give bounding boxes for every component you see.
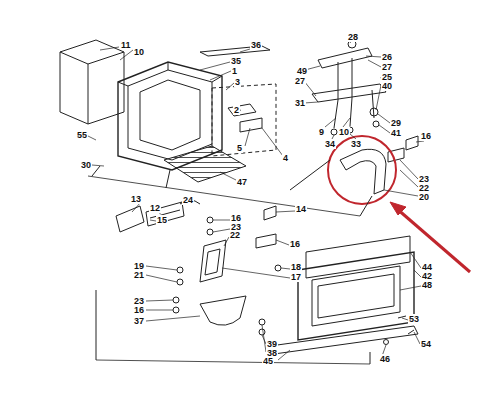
callout-number: 40 xyxy=(381,81,393,91)
callout-number: 36 xyxy=(250,40,262,50)
callout-number: 47 xyxy=(236,177,248,187)
callout-number: 16 xyxy=(133,305,145,315)
callout-number: 2 xyxy=(233,105,240,115)
callout-number: 9 xyxy=(318,127,325,137)
callout-number: 27 xyxy=(381,62,393,72)
callout-number: 37 xyxy=(133,316,145,326)
callout-number: 28 xyxy=(347,32,359,42)
callout-number: 24 xyxy=(182,195,194,205)
callout-number: 26 xyxy=(381,52,393,62)
callout-number: 27 xyxy=(294,76,306,86)
callout-number: 20 xyxy=(418,192,430,202)
callout-number: 13 xyxy=(130,194,142,204)
callout-number: 55 xyxy=(76,130,88,140)
callout-number: 34 xyxy=(324,139,336,149)
callout-number: 45 xyxy=(262,356,274,366)
callout-number: 18 xyxy=(290,262,302,272)
callout-number: 10 xyxy=(338,127,350,137)
callout-number: 29 xyxy=(390,118,402,128)
callout-number: 31 xyxy=(294,98,306,108)
callout-number: 33 xyxy=(350,139,362,149)
callout-number: 53 xyxy=(408,314,420,324)
callout-number: 4 xyxy=(282,153,289,163)
callout-number: 16 xyxy=(420,131,432,141)
callout-number: 41 xyxy=(390,128,402,138)
callout-number: 1 xyxy=(231,66,238,76)
callout-number: 54 xyxy=(420,339,432,349)
callout-number: 12 xyxy=(149,203,161,213)
callout-number: 30 xyxy=(80,160,92,170)
callout-number: 17 xyxy=(290,272,302,282)
callout-number: 22 xyxy=(229,230,241,240)
callout-number: 14 xyxy=(295,204,307,214)
callout-number: 35 xyxy=(230,56,242,66)
callout-number: 21 xyxy=(133,270,145,280)
callout-number: 48 xyxy=(421,280,433,290)
callout-number: 11 xyxy=(120,40,132,50)
callout-number: 15 xyxy=(156,215,168,225)
callout-number: 3 xyxy=(234,77,241,87)
callout-number: 10 xyxy=(133,47,145,57)
callout-number: 16 xyxy=(289,239,301,249)
callout-number: 46 xyxy=(379,354,391,364)
callout-number: 49 xyxy=(296,66,308,76)
callout-number: 5 xyxy=(236,143,243,153)
